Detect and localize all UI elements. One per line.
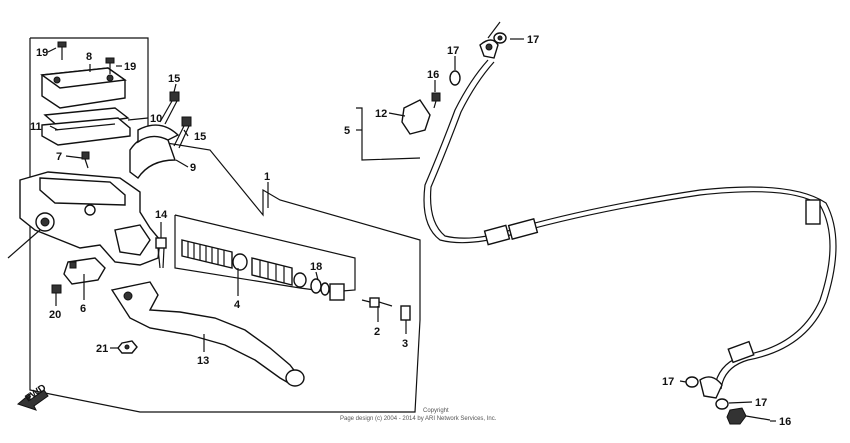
reservoir-cap	[40, 67, 127, 109]
callout-11: 11	[30, 121, 42, 133]
hose-clamp	[401, 99, 431, 135]
callout-4: 4	[234, 299, 241, 311]
callout-16-upper: 16	[427, 69, 439, 81]
callout-1: 1	[264, 171, 270, 183]
washer-17-lower-b	[715, 398, 729, 410]
washer-17-upper	[449, 70, 461, 86]
callout-16-lower: 16	[779, 416, 791, 428]
callout-19-left: 19	[36, 47, 48, 59]
clutch-hose	[423, 21, 837, 399]
holder-clamp	[129, 124, 180, 180]
washer-17-lower-a	[685, 376, 699, 388]
callout-9: 9	[190, 162, 196, 174]
callout-21: 21	[96, 343, 108, 355]
bolt-15-upper	[159, 91, 180, 125]
callout-17-lower-a: 17	[662, 376, 674, 388]
callout-5: 5	[344, 125, 350, 137]
callout-14: 14	[155, 209, 168, 221]
callout-15-upper: 15	[168, 73, 180, 85]
washer-17-top	[493, 32, 507, 44]
callout-19-right: 19	[124, 61, 136, 73]
copyright-line2: Page design (c) 2004 - 2014 by ARI Netwo…	[340, 416, 497, 422]
callout-15-lower: 15	[194, 131, 206, 143]
callout-10: 10	[150, 113, 162, 125]
callout-2: 2	[374, 326, 380, 338]
bolt-15-lower	[173, 116, 192, 149]
callout-17-upper: 17	[447, 45, 459, 57]
bolt-16-upper	[431, 92, 441, 109]
screw-19-left	[57, 41, 67, 60]
screw-7	[81, 151, 90, 169]
callout-20: 20	[49, 309, 61, 321]
piston-set	[181, 239, 345, 301]
screw-19-right	[105, 57, 115, 74]
leader-lines	[47, 38, 776, 422]
callout-8: 8	[86, 51, 92, 63]
bolt-16-lower	[726, 407, 771, 425]
clutch-switch	[63, 257, 106, 285]
callout-7: 7	[56, 151, 62, 163]
diaphragm-plate	[41, 107, 131, 146]
master-cylinder-body	[7, 171, 161, 266]
boot	[400, 305, 411, 321]
callout-17-lower-b: 17	[755, 397, 767, 409]
nut-21	[117, 340, 138, 354]
push-rod	[361, 297, 393, 308]
callouts: 1 2 3 4 5 6 7 8 9 10 11 12 13 14 15 15 1…	[30, 34, 791, 428]
callout-13: 13	[197, 355, 209, 367]
callout-18: 18	[310, 261, 322, 273]
copyright-notice: Copyright Page design (c) 2004 - 2014 by…	[340, 408, 497, 422]
copyright-line1: Copyright	[423, 408, 449, 414]
screw-20	[51, 284, 62, 302]
callout-12: 12	[375, 108, 387, 120]
fwd-arrow-icon: FWD	[16, 382, 49, 411]
callout-6: 6	[80, 303, 86, 315]
callout-17-top: 17	[527, 34, 539, 46]
clutch-lever	[110, 281, 305, 387]
callout-3: 3	[402, 338, 408, 350]
